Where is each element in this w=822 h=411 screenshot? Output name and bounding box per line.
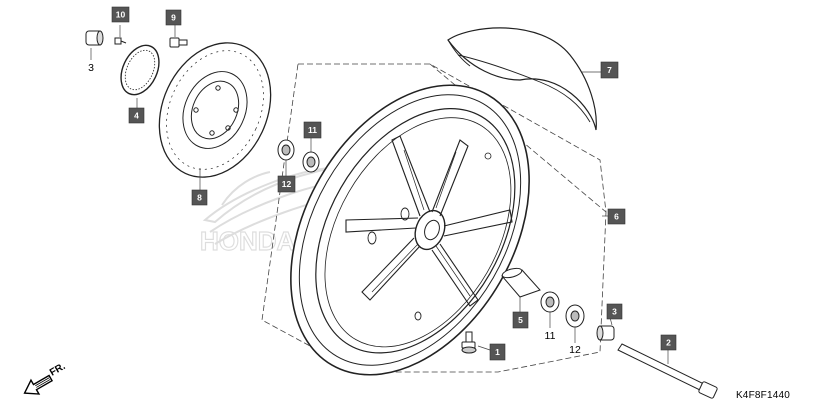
honda-wing-watermark: HONDA [199,167,346,257]
distance-collar-icon [501,267,541,298]
bearing-left-outer-icon [277,139,295,161]
part-label-5-text: 5 [518,315,523,325]
part-label-7[interactable]: 7 [600,61,619,79]
pulser-bolt-icon [114,37,127,45]
part-number-3-top[interactable]: 3 [88,62,94,74]
part-label-11-left-text: 11 [308,125,317,135]
watermark-text: HONDA [200,226,296,256]
part-label-1[interactable]: 1 [489,343,506,361]
part-label-10-text: 10 [116,10,126,20]
part-label-12-left[interactable]: 12 [277,175,296,193]
part-label-6-wheel[interactable]: 6 [607,208,626,225]
part-label-2-text: 2 [666,338,671,348]
disc-bolt-icon [169,37,188,48]
part-label-3-right-text: 3 [612,307,617,317]
bearing-right-outer-icon [565,304,585,328]
axle-icon [617,343,718,399]
collar-right-icon [596,325,615,341]
part-label-9-text: 9 [171,13,176,23]
air-valve-icon [461,331,477,354]
tire-icon [447,27,597,131]
part-label-4[interactable]: 4 [128,107,145,124]
wheel-rim-icon [290,84,530,376]
part-label-9[interactable]: 9 [165,9,182,26]
part-label-10[interactable]: 10 [111,6,130,23]
part-label-1-text: 1 [495,347,500,357]
part-label-8-disc[interactable]: 8 [191,189,208,206]
collar-icon [85,30,104,46]
part-label-6-wheel-text: 6 [614,212,619,222]
part-label-7-text: 7 [607,65,612,75]
front-direction-label: FR. [48,362,68,379]
part-label-11-left[interactable]: 11 [303,121,322,139]
front-direction-arrow-icon: FR. [23,362,68,395]
part-number-12-right[interactable]: 12 [569,344,581,356]
diagram-code: K4F8F1440 [735,390,790,401]
part-label-12-left-text: 12 [282,179,292,189]
part-label-2[interactable]: 2 [660,334,677,351]
pulser-ring-icon [120,44,160,96]
brake-disc-icon [158,42,272,178]
part-label-5[interactable]: 5 [512,311,529,329]
bearing-right-inner-icon [540,291,560,313]
part-number-11-right[interactable]: 11 [545,330,556,342]
part-label-3-right[interactable]: 3 [606,303,623,320]
part-label-8-disc-text: 8 [197,193,202,203]
bearing-left-inner-icon [302,151,320,173]
part-label-4-text: 4 [134,111,139,121]
